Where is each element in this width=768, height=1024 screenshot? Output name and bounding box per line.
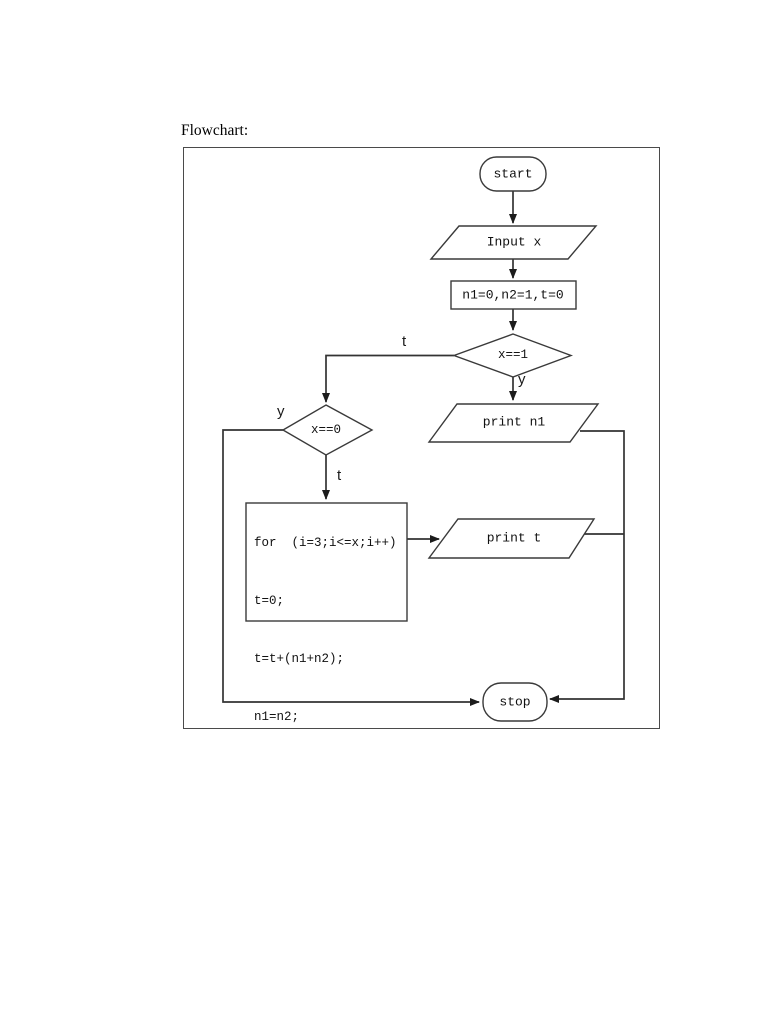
- print-n1-label: print n1: [482, 414, 546, 430]
- decision2-diamond-shape: [281, 404, 374, 456]
- branch-label-x1-true: y: [518, 371, 526, 388]
- decision1-label: x==1: [497, 347, 529, 362]
- flowchart-canvas: [222, 156, 625, 722]
- init-label: n1=0,n2=1,t=0: [462, 287, 564, 303]
- start-terminator-shape: [479, 156, 547, 192]
- decision1-diamond-shape: [451, 333, 574, 378]
- init-process-shape: [450, 280, 577, 310]
- for-block-line-1: for (i=3;i<=x;i++): [254, 536, 397, 550]
- arrow-decision1-t-to-decision2: [322, 354, 454, 403]
- stop-label: stop: [499, 694, 531, 710]
- branch-label-x0-false: t: [337, 467, 342, 484]
- start-label: start: [493, 166, 533, 182]
- for-block-line-4: n1=n2;: [254, 710, 300, 724]
- stop-terminator-shape: [482, 682, 548, 722]
- print-t-label: print t: [486, 530, 542, 546]
- arrow-decision2-yes-to-stop: [222, 429, 480, 706]
- decision2-label: x==0: [310, 422, 342, 437]
- for-block-process-shape: [245, 502, 408, 622]
- input-parallelogram-shape: [429, 225, 598, 260]
- input-x-label: Input x: [486, 234, 542, 250]
- arrow-print-n1-to-stop: [549, 430, 625, 703]
- print-t-parallelogram-shape: [427, 518, 596, 559]
- print-n1-parallelogram-shape: [427, 403, 600, 443]
- for-block-line-2: t=0;: [254, 594, 285, 608]
- for-block-code: for (i=3;i<=x;i++) t=0; t=t+(n1+n2); n1=…: [254, 500, 397, 760]
- flowchart-frame: start Input x n1=0,n2=1,t=0 x==1 print n…: [183, 147, 660, 729]
- for-block-line-3: t=t+(n1+n2);: [254, 652, 345, 666]
- branch-label-x1-false: t: [402, 333, 407, 350]
- page-caption: Flowchart:: [181, 122, 249, 139]
- branch-label-x0-true: y: [277, 403, 285, 420]
